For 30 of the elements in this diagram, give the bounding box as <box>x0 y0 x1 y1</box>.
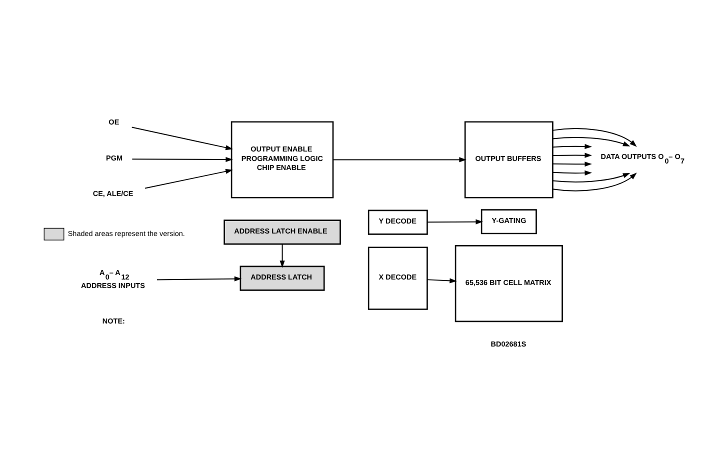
label: BD02681S <box>490 339 526 348</box>
node-text: PGM <box>106 152 123 162</box>
arrow <box>144 168 233 188</box>
arrow <box>552 152 592 158</box>
arrow <box>552 172 630 182</box>
label: NOTE: <box>102 316 125 326</box>
node-box: Y DECODE <box>368 209 428 234</box>
node-text: CE, ALE/CE <box>92 188 134 198</box>
arrow <box>552 136 630 146</box>
arrow <box>426 278 457 283</box>
node-box: ADDRESS LATCH <box>240 265 325 290</box>
arrow <box>552 172 637 191</box>
arrow <box>332 156 466 162</box>
arrow <box>426 218 483 224</box>
node-box: OUTPUT ENABLE PROGRAMMING LOGIC CHIP ENABLE <box>230 120 334 198</box>
node-box: ADDRESS LATCH ENABLE <box>224 219 341 244</box>
arrow <box>552 128 637 146</box>
arrow <box>280 243 285 268</box>
arrow <box>552 161 592 166</box>
arrow <box>552 143 592 149</box>
arrow <box>132 156 233 162</box>
node-text: OE <box>108 117 120 126</box>
node-box: X DECODE <box>368 246 428 310</box>
node-box: 65,536 BIT CELL MATRIX <box>454 244 563 322</box>
arrow <box>156 276 242 281</box>
node-box: OUTPUT BUFFERS <box>464 120 554 198</box>
arrow <box>131 126 233 150</box>
arrow <box>552 170 592 175</box>
node-box: Y-GATING <box>480 208 537 234</box>
legend-label: Shaded areas represent the version. <box>68 228 185 238</box>
